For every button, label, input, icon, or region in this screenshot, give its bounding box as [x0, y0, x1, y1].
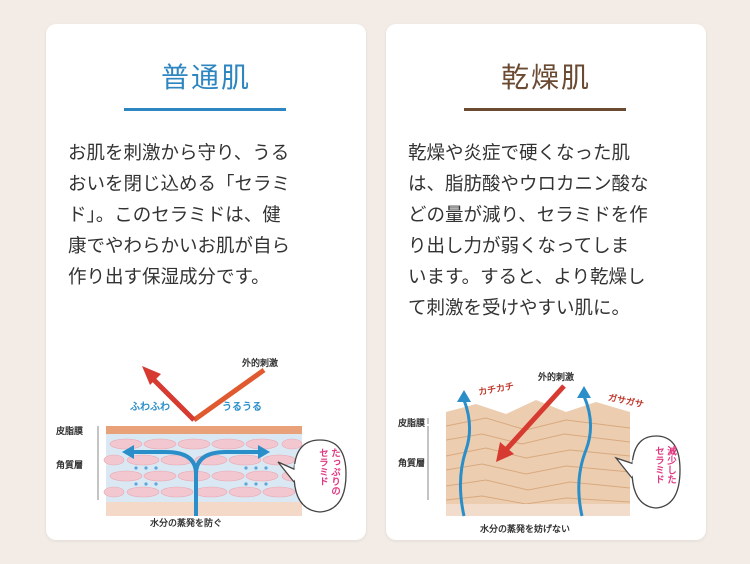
stratum-label: 角質層: [56, 461, 84, 471]
water-flow-arrows: [130, 450, 262, 516]
dry-skin-description: 乾燥や炎症で硬くなった肌 は、脂肪酸やウロカニン酸な どの量が減り、セラミドを作…: [408, 138, 686, 324]
diagram-caption: 水分の蒸発を防ぐ: [150, 519, 223, 529]
stimulus-label: 外的刺激: [538, 373, 575, 383]
normal-skin-diagram: 外的刺激 ふわふわ うるうる 皮脂膜 角質層 たっぷりの セラミド 水分の蒸発を…: [46, 324, 366, 529]
dry-title-underline: [464, 108, 626, 111]
skin-cells: [103, 438, 303, 498]
dry-skin-title: 乾燥肌: [500, 61, 591, 94]
dry-skin-card: 乾燥肌 乾燥や炎症で硬くなった肌 は、脂肪酸やウロカニン酸な どの量が減り、セラ…: [386, 24, 706, 540]
reduced-ceramide-bubble: [631, 435, 681, 509]
bubble-line: たっぷりの: [329, 448, 340, 496]
diagram-caption: 水分の蒸発を妨げない: [480, 525, 571, 535]
escaping-water-arrows: [458, 395, 592, 517]
dry-skin-diagram: 外的刺激 カチカチ ガサガサ 皮脂膜 角質層 減少した セラミド 水分の蒸発を妨…: [386, 340, 706, 540]
penetrating-stimulus-arrow: [502, 384, 566, 454]
description-line: おいを閉じ込める「セラミ: [68, 174, 291, 195]
dry-stratum-layer: [446, 400, 630, 516]
normal-title-underline: [124, 108, 286, 111]
description-line: います。すると、より乾燥し: [408, 267, 646, 288]
description-line: 康でやわらかいお肌が自ら: [68, 236, 291, 257]
sebum-layer: [106, 426, 302, 434]
fuwafuwa-label: ふわふわ: [130, 402, 170, 413]
uruuru-label: うるうる: [222, 402, 262, 413]
ceramide-bubble-text: たっぷりの セラミド: [316, 448, 340, 496]
sebum-label: 皮脂膜: [56, 427, 84, 437]
reflected-stimulus-arrow: [148, 374, 196, 422]
reflected-arrowhead: [142, 366, 161, 385]
ceramide-bubble: [293, 439, 347, 513]
description-line: て刺激を受けやすい肌に。: [408, 298, 631, 319]
bubble-line: セラミド: [317, 448, 328, 486]
bubble-line: 減少した: [665, 446, 676, 484]
right-arrowhead: [258, 445, 270, 459]
description-line: ド」。このセラミドは、健: [68, 205, 281, 226]
sebum-label: 皮脂膜: [398, 419, 426, 429]
normal-skin-illustration: [97, 366, 347, 516]
description-line: り出し力が弱くなってしま: [408, 236, 630, 257]
stratum-label: 角質層: [398, 459, 426, 469]
normal-skin-description: お肌を刺激から守り、うる おいを閉じ込める「セラミ ド」。このセラミドは、健 康…: [68, 138, 346, 293]
reduced-ceramide-text: 減少した セラミド: [652, 446, 676, 484]
normal-skin-title: 普通肌: [160, 61, 251, 94]
normal-skin-card: 普通肌 お肌を刺激から守り、うる おいを閉じ込める「セラミ ド」。このセラミドは…: [46, 24, 366, 540]
description-line: どの量が減り、セラミドを作: [408, 205, 648, 226]
incoming-stimulus-arrow: [192, 367, 266, 423]
description-line: は、脂肪酸やウロカニン酸な: [408, 174, 649, 195]
lower-layer: [106, 502, 302, 516]
stimulus-label: 外的刺激: [242, 359, 279, 369]
bubble-line: セラミド: [653, 446, 664, 484]
description-line: 作り出す保湿成分です。: [68, 267, 270, 288]
dry-skin-illustration: [427, 384, 681, 517]
description-line: お肌を刺激から守り、うる: [68, 143, 290, 164]
description-line: 乾燥や炎症で硬くなった肌: [408, 143, 631, 164]
left-arrowhead: [122, 445, 134, 459]
